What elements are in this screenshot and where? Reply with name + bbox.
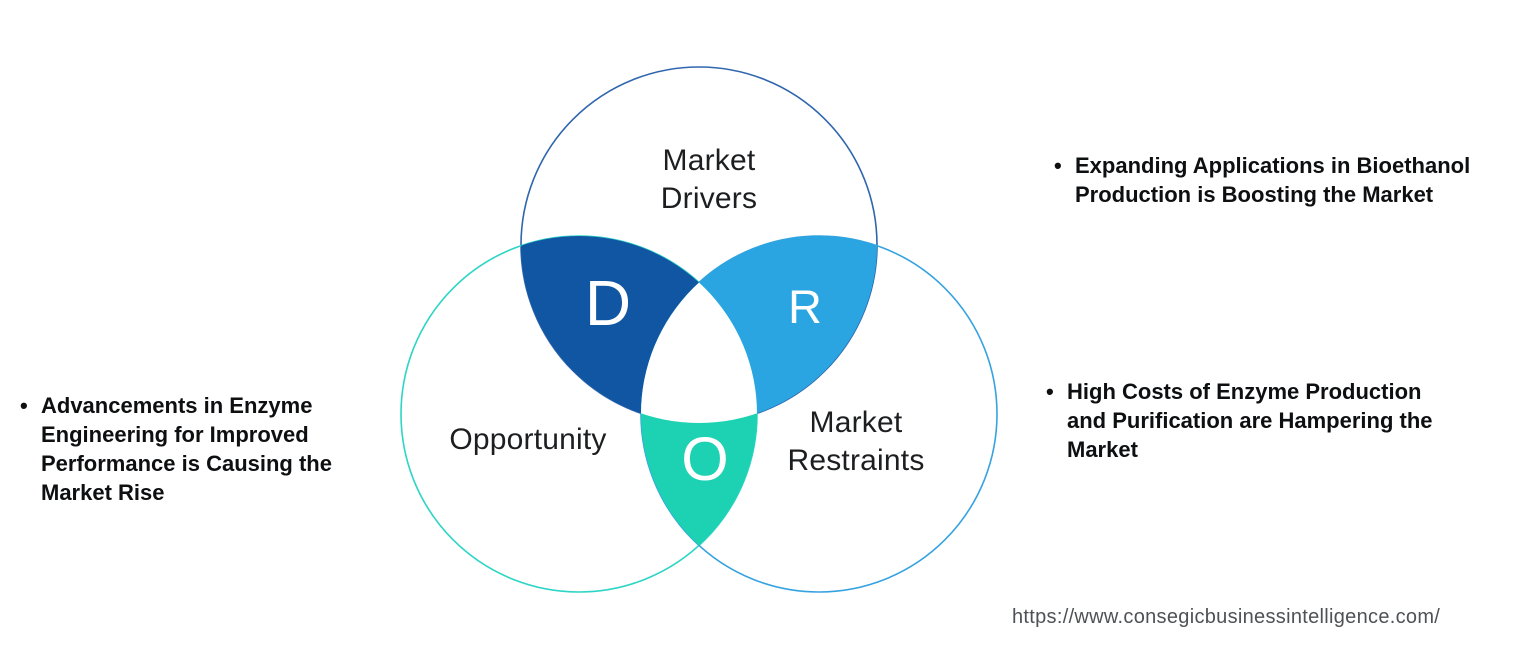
bullet-marker: • xyxy=(20,393,28,418)
restraints-label: Market Restraints xyxy=(787,406,925,477)
right-top-bullet-text: Expanding Applications in Bioethanol Pro… xyxy=(1075,153,1471,207)
left-bullet-item: • Advancements in Enzyme Engineering for… xyxy=(20,391,332,507)
footer-url: https://www.consegicbusinessintelligence… xyxy=(1012,606,1441,628)
right-bottom-bullet-text: High Costs of Enzyme Production and Puri… xyxy=(1067,379,1433,462)
bullet-marker: • xyxy=(1054,153,1062,178)
bullet-marker: • xyxy=(1046,379,1054,404)
right-top-bullet-item: • Expanding Applications in Bioethanol P… xyxy=(1054,151,1470,209)
opportunity-label: Opportunity xyxy=(449,423,607,456)
drivers-label: Market Drivers xyxy=(660,144,758,215)
drivers-overlap-letter: D xyxy=(584,267,632,339)
opportunity-overlap-letter: O xyxy=(681,425,729,493)
left-bullet-text: Advancements in Enzyme Engineering for I… xyxy=(41,393,332,505)
restraints-overlap-letter: R xyxy=(788,280,822,333)
right-bottom-bullet-item: • High Costs of Enzyme Production and Pu… xyxy=(1046,377,1433,464)
